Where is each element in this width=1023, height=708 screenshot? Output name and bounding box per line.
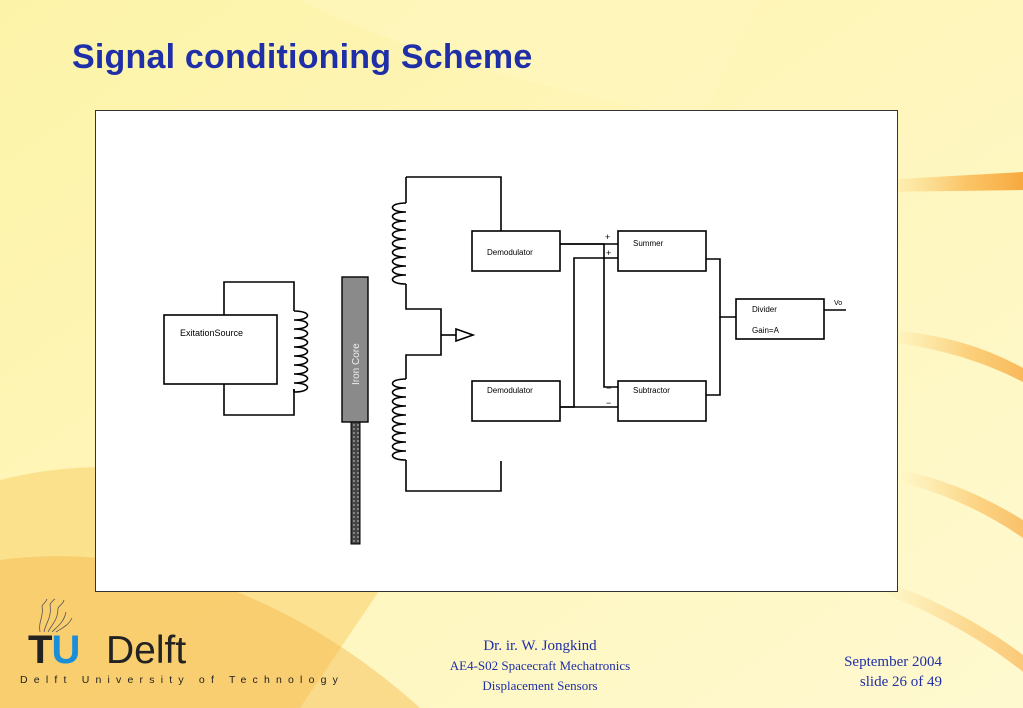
footer-topic: Displacement Sensors	[482, 678, 598, 693]
logo-subtitle: Delft University of Technology	[20, 674, 345, 686]
footer-right: September 2004 slide 26 of 49	[770, 652, 942, 692]
footer-center: Dr. ir. W. Jongkind AE4-S02 Spacecraft M…	[400, 636, 680, 696]
gain-label: Gain=A	[752, 326, 780, 335]
flame-icon	[39, 598, 73, 633]
logo-delft: Delft	[106, 629, 187, 672]
divider-block	[735, 298, 825, 340]
summer-sign-1: +	[605, 232, 610, 242]
demodulator-top-block	[471, 230, 561, 272]
divider-label: Divider	[752, 305, 777, 314]
subtractor-sign-1: −	[606, 383, 611, 393]
demodulator-bottom-block	[471, 380, 561, 422]
center-tap-symbol	[455, 327, 476, 343]
excitation-source-label: ExitationSource	[180, 328, 243, 338]
diagram-panel: Iron Core ExitationSource Demodulator De…	[95, 110, 898, 592]
demodulator-bottom-label: Demodulator	[487, 386, 533, 395]
subtractor-sign-2: −	[606, 398, 611, 408]
slide-title: Signal conditioning Scheme	[72, 38, 533, 76]
summer-label: Summer	[633, 239, 664, 248]
core-rod	[350, 421, 361, 545]
footer-slide-number: slide 26 of 49	[859, 674, 942, 690]
demodulator-top-label: Demodulator	[487, 248, 533, 257]
excitation-source-block	[163, 314, 278, 385]
signal-conditioning-diagram: Iron Core ExitationSource Demodulator De…	[163, 176, 846, 545]
primary-coil	[293, 310, 309, 393]
tu-delft-logo: TU Delft Delft University of Technology	[18, 598, 338, 693]
subtractor-block	[617, 380, 707, 422]
summer-sign-2: +	[606, 248, 611, 258]
logo-tu-text: TU	[28, 628, 80, 672]
iron-core-label: Iron Core	[351, 343, 362, 385]
footer-author: Dr. ir. W. Jongkind	[483, 638, 597, 654]
summer-block	[617, 230, 707, 272]
secondary-coil-top	[391, 202, 407, 285]
footer-date: September 2004	[844, 654, 942, 670]
secondary-coil-bottom	[391, 378, 407, 461]
footer-course: AE4-S02 Spacecraft Mechatronics	[449, 658, 631, 673]
logo-tu: TU	[28, 628, 80, 673]
iron-core	[341, 276, 369, 423]
subtractor-label: Subtractor	[633, 386, 670, 395]
output-label: Vo	[834, 300, 842, 307]
